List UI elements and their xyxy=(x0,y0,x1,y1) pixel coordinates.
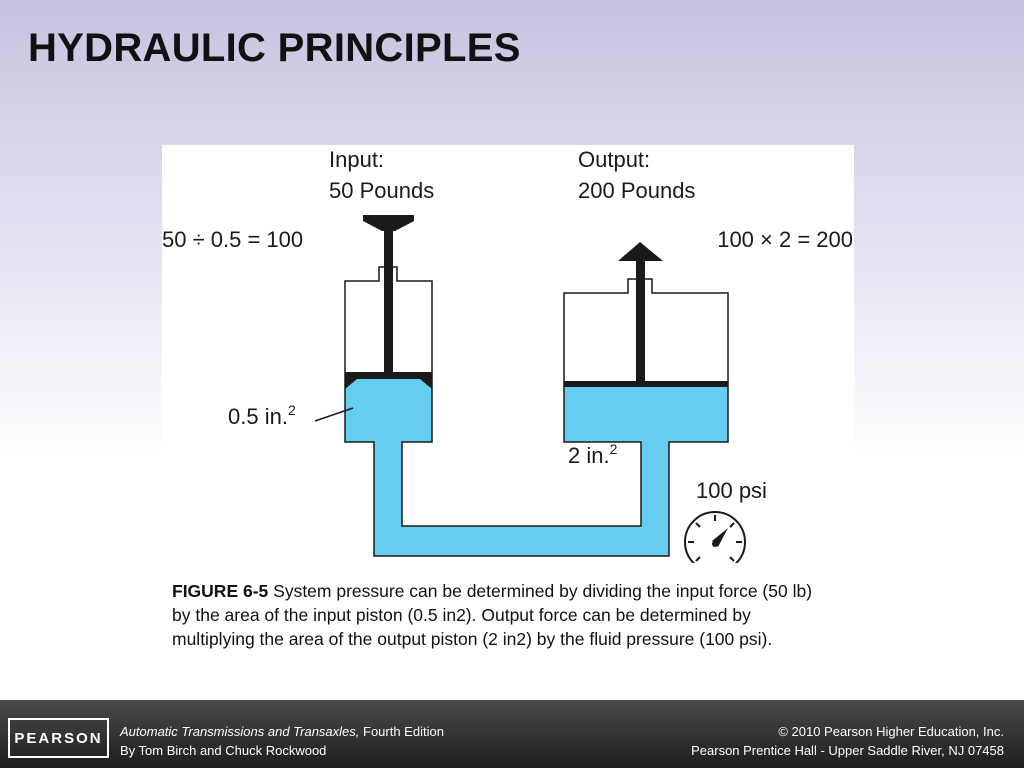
pressure-gauge-icon xyxy=(684,511,746,563)
input-equation: 50 ÷ 0.5 = 100 xyxy=(162,227,303,252)
output-piston-area: 2 in.2 xyxy=(568,441,618,468)
publisher-text: Pearson Prentice Hall - Upper Saddle Riv… xyxy=(691,743,1004,758)
figure-caption: FIGURE 6-5 System pressure can be determ… xyxy=(172,579,832,651)
figure-number: FIGURE 6-5 xyxy=(172,581,269,601)
book-authors: By Tom Birch and Chuck Rockwood xyxy=(120,743,327,758)
hydraulic-diagram: Input: 50 Pounds Output: 200 Pounds 50 ÷… xyxy=(162,145,854,563)
footer-book-info: Automatic Transmissions and Transaxles, … xyxy=(120,722,444,760)
footer-bar: PEARSON Automatic Transmissions and Tran… xyxy=(0,700,1024,768)
book-title: Automatic Transmissions and Transaxles, xyxy=(120,724,360,739)
input-piston-head xyxy=(345,372,432,379)
pearson-logo: PEARSON xyxy=(8,718,109,758)
caption-text: System pressure can be determined by div… xyxy=(172,581,813,649)
hydraulic-diagram-svg: Input: 50 Pounds Output: 200 Pounds 50 ÷… xyxy=(162,147,853,563)
footer-publisher-info: © 2010 Pearson Higher Education, Inc. Pe… xyxy=(691,722,1004,760)
output-force-arrow xyxy=(618,242,663,261)
input-force: 50 Pounds xyxy=(329,178,434,203)
input-piston-rod xyxy=(384,225,393,373)
input-piston-seal-left xyxy=(345,379,357,389)
book-edition: Fourth Edition xyxy=(359,724,444,739)
input-area-leader xyxy=(314,407,354,422)
input-piston-seal-right xyxy=(420,379,432,389)
input-piston-area: 0.5 in.2 xyxy=(228,402,296,429)
output-label: Output: xyxy=(578,147,650,172)
output-cylinder-wall xyxy=(563,278,729,383)
slide-title: HYDRAULIC PRINCIPLES xyxy=(28,26,521,70)
input-cylinder-fluid xyxy=(344,372,729,557)
output-equation: 100 × 2 = 200 xyxy=(717,227,853,252)
output-piston-rod xyxy=(636,261,645,382)
output-force: 200 Pounds xyxy=(578,178,695,203)
output-piston-head xyxy=(564,381,728,387)
input-label: Input: xyxy=(329,147,384,172)
input-force-handle xyxy=(363,215,414,231)
gauge-reading: 100 psi xyxy=(696,478,767,503)
copyright-text: © 2010 Pearson Higher Education, Inc. xyxy=(778,724,1004,739)
